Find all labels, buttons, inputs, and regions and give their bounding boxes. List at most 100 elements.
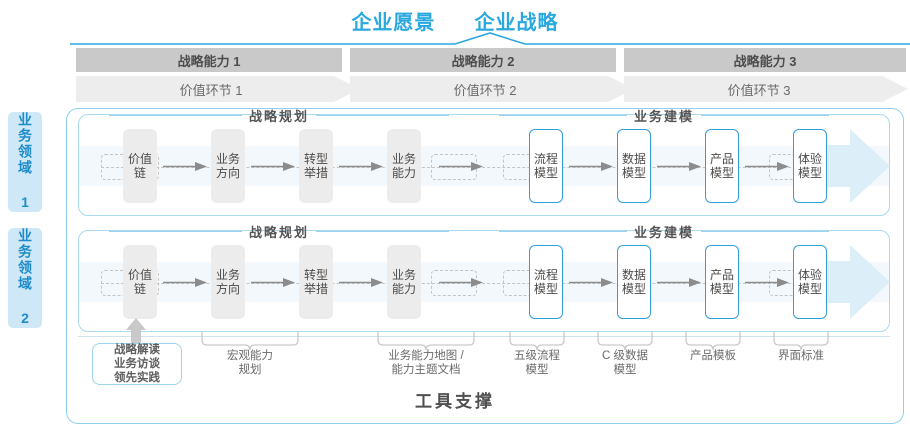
label-line-2: 模型 [613,364,637,376]
grp-line-left [109,114,242,116]
grp-line-right [316,114,450,116]
node-label: 产品模型 [709,268,734,296]
flow-arrow-3 [339,162,383,171]
label-line-2: 模型 [525,364,549,376]
tool-box-up-arrow [126,318,146,344]
value-chain-chevrons [76,76,908,102]
node-label: 业务方向 [215,268,240,296]
node-product-model[interactable]: 产品模型 [705,245,739,319]
node-label: 业务方向 [215,152,240,180]
lane-row-2: 战略规划 业务建模 价值链 业务方向 转型举措 业务能力 流程模型 数据模型 产… [78,225,890,332]
flow-arrow-5 [569,278,613,287]
grp-line-right [701,230,830,232]
node-data-model[interactable]: 数据模型 [617,129,651,203]
value-cell-2[interactable]: 价值环节 2 [453,82,517,98]
flow-arrow-1 [163,278,207,287]
title-enterprise-strategy: 企业战略 [474,12,559,34]
tool-box-strategy-interpretation[interactable]: 战略解读 业务访谈 领先实践 [92,343,182,385]
node-transformation-measures[interactable]: 转型举措 [299,129,333,203]
node-experience-model[interactable]: 体验模型 [793,129,827,203]
node-label: 业务能力 [391,268,416,296]
bottom-label-macro-capability: 宏观能力 规划 [200,349,300,377]
lane-1-dash-track [101,167,801,168]
node-label: 体验模型 [797,152,822,180]
flow-arrow-5 [569,162,613,171]
tool-box-line-3: 领先实践 [114,372,160,384]
flow-arrow-6 [657,278,701,287]
brace-interface-standard [773,332,829,350]
brace-capability-map [377,332,475,350]
flow-arrow-2 [251,162,295,171]
grp-label-planning: 战略规划 [249,224,310,240]
node-business-capability[interactable]: 业务能力 [387,245,421,319]
tool-box-line-2: 业务访谈 [114,358,160,370]
node-product-model[interactable]: 产品模型 [705,129,739,203]
flow-arrow-3 [339,278,383,287]
footer-tool-support: 工具支撑 [415,392,495,411]
node-label: 转型举措 [303,152,328,180]
lane-2-group-modeling: 业务建模 [499,223,830,240]
flow-arrow-6 [657,162,701,171]
grp-line-left [499,114,627,116]
lane-2-group-planning: 战略规划 [109,223,450,240]
brace-five-level-process [509,332,565,350]
node-business-capability[interactable]: 业务能力 [387,129,421,203]
label-line-1: 业务能力地图 / [388,350,464,362]
bottom-label-capability-map: 业务能力地图 / 能力主题文档 [356,349,496,377]
bottom-separator [78,336,890,337]
node-label: 数据模型 [621,268,646,296]
lane-2-dash-track [101,283,801,284]
label-line-1: 界面标准 [778,350,824,362]
bottom-label-c-level-data: C 级数据 模型 [588,349,662,377]
bottom-label-five-level-process: 五级流程 模型 [500,349,574,377]
node-process-model[interactable]: 流程模型 [529,129,563,203]
flow-arrow-2 [251,278,295,287]
node-data-model[interactable]: 数据模型 [617,245,651,319]
outer-container [66,108,904,424]
node-label: 价值链 [127,152,152,180]
node-experience-model[interactable]: 体验模型 [793,245,827,319]
brace-c-level-data [597,332,653,350]
grp-line-left [499,230,627,232]
flow-arrow-7 [745,278,789,287]
label-line-2: 规划 [238,364,262,376]
node-label: 体验模型 [797,268,822,296]
capability-bar: 战略能力 1 战略能力 2 战略能力 3 [76,48,906,72]
value-cell-1[interactable]: 价值环节 1 [179,82,243,98]
node-label: 价值链 [127,268,152,296]
node-value-chain[interactable]: 价值链 [123,245,157,319]
node-process-model[interactable]: 流程模型 [529,245,563,319]
label-line-1: C 级数据 [602,350,648,362]
lane-1-group-planning: 战略规划 [109,107,450,124]
node-transformation-measures[interactable]: 转型举措 [299,245,333,319]
side-label-domain-1: 业务领域 1 [8,112,42,212]
diagram-title: 企业愿景 企业战略 [0,6,910,35]
side-label-domain-2: 业务领域 2 [8,228,42,328]
label-line-1: 宏观能力 [227,350,273,362]
brace-product-template [685,332,741,350]
node-value-chain[interactable]: 价值链 [123,129,157,203]
node-business-direction[interactable]: 业务方向 [211,129,245,203]
grp-label-modeling: 业务建模 [634,108,695,124]
node-label: 产品模型 [709,152,734,180]
node-label: 数据模型 [621,152,646,180]
label-line-1: 五级流程 [514,350,560,362]
brace-macro-capability [201,332,299,350]
grp-label-planning: 战略规划 [249,108,310,124]
flow-arrow-7 [745,162,789,171]
value-chain-bar: 价值环节 1 价值环节 2 价值环节 3 [76,76,910,102]
node-business-direction[interactable]: 业务方向 [211,245,245,319]
lane-1-group-modeling: 业务建模 [499,107,830,124]
flow-arrow-1 [163,162,207,171]
capability-cell-3[interactable]: 战略能力 3 [624,48,906,72]
capability-cell-2[interactable]: 战略能力 2 [350,48,616,72]
label-line-2: 能力主题文档 [391,364,461,376]
capability-cell-1[interactable]: 战略能力 1 [76,48,342,72]
tool-box-line-1: 战略解读 [114,344,160,356]
grp-line-right [316,230,450,232]
bottom-label-interface-standard: 界面标准 [764,349,838,363]
value-cell-3[interactable]: 价值环节 3 [727,82,791,98]
title-caret-connector [70,32,910,45]
grp-label-modeling: 业务建模 [634,224,695,240]
